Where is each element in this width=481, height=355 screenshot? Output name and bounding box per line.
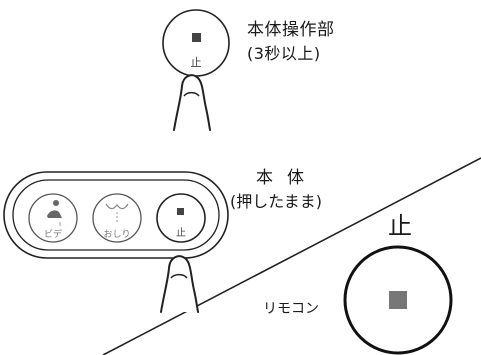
stop-square-icon xyxy=(192,33,201,42)
bidet-button[interactable]: ビデ xyxy=(28,193,78,243)
stop-char-label: 止 xyxy=(191,56,202,69)
body-stop-button[interactable]: 止 xyxy=(156,193,206,243)
press-hold-label: (押したまま) xyxy=(230,192,323,211)
stop-square-icon xyxy=(389,291,407,309)
pressing-finger-icon xyxy=(160,255,199,313)
bidet-icon xyxy=(47,200,62,226)
main-panel-label: 本体操作部 xyxy=(247,20,335,40)
stop-big-label: 止 xyxy=(388,212,412,240)
oshiri-label: おしり xyxy=(103,229,130,240)
stop-square-icon xyxy=(177,208,184,215)
diagonal-divider xyxy=(102,157,481,355)
oshiri-button[interactable]: おしり xyxy=(92,193,142,243)
body-label: 本体 xyxy=(256,168,318,188)
spray-icon xyxy=(105,203,129,224)
pressing-finger-icon xyxy=(173,74,211,131)
hold-time-label: (3秒以上) xyxy=(247,44,321,63)
stop-char-label: 止 xyxy=(176,227,186,239)
main-unit-stop-button[interactable]: 止 xyxy=(162,9,230,77)
remote-label: リモコン xyxy=(263,301,319,317)
bidet-label: ビデ xyxy=(44,228,62,240)
remote-stop-button[interactable] xyxy=(343,245,453,355)
